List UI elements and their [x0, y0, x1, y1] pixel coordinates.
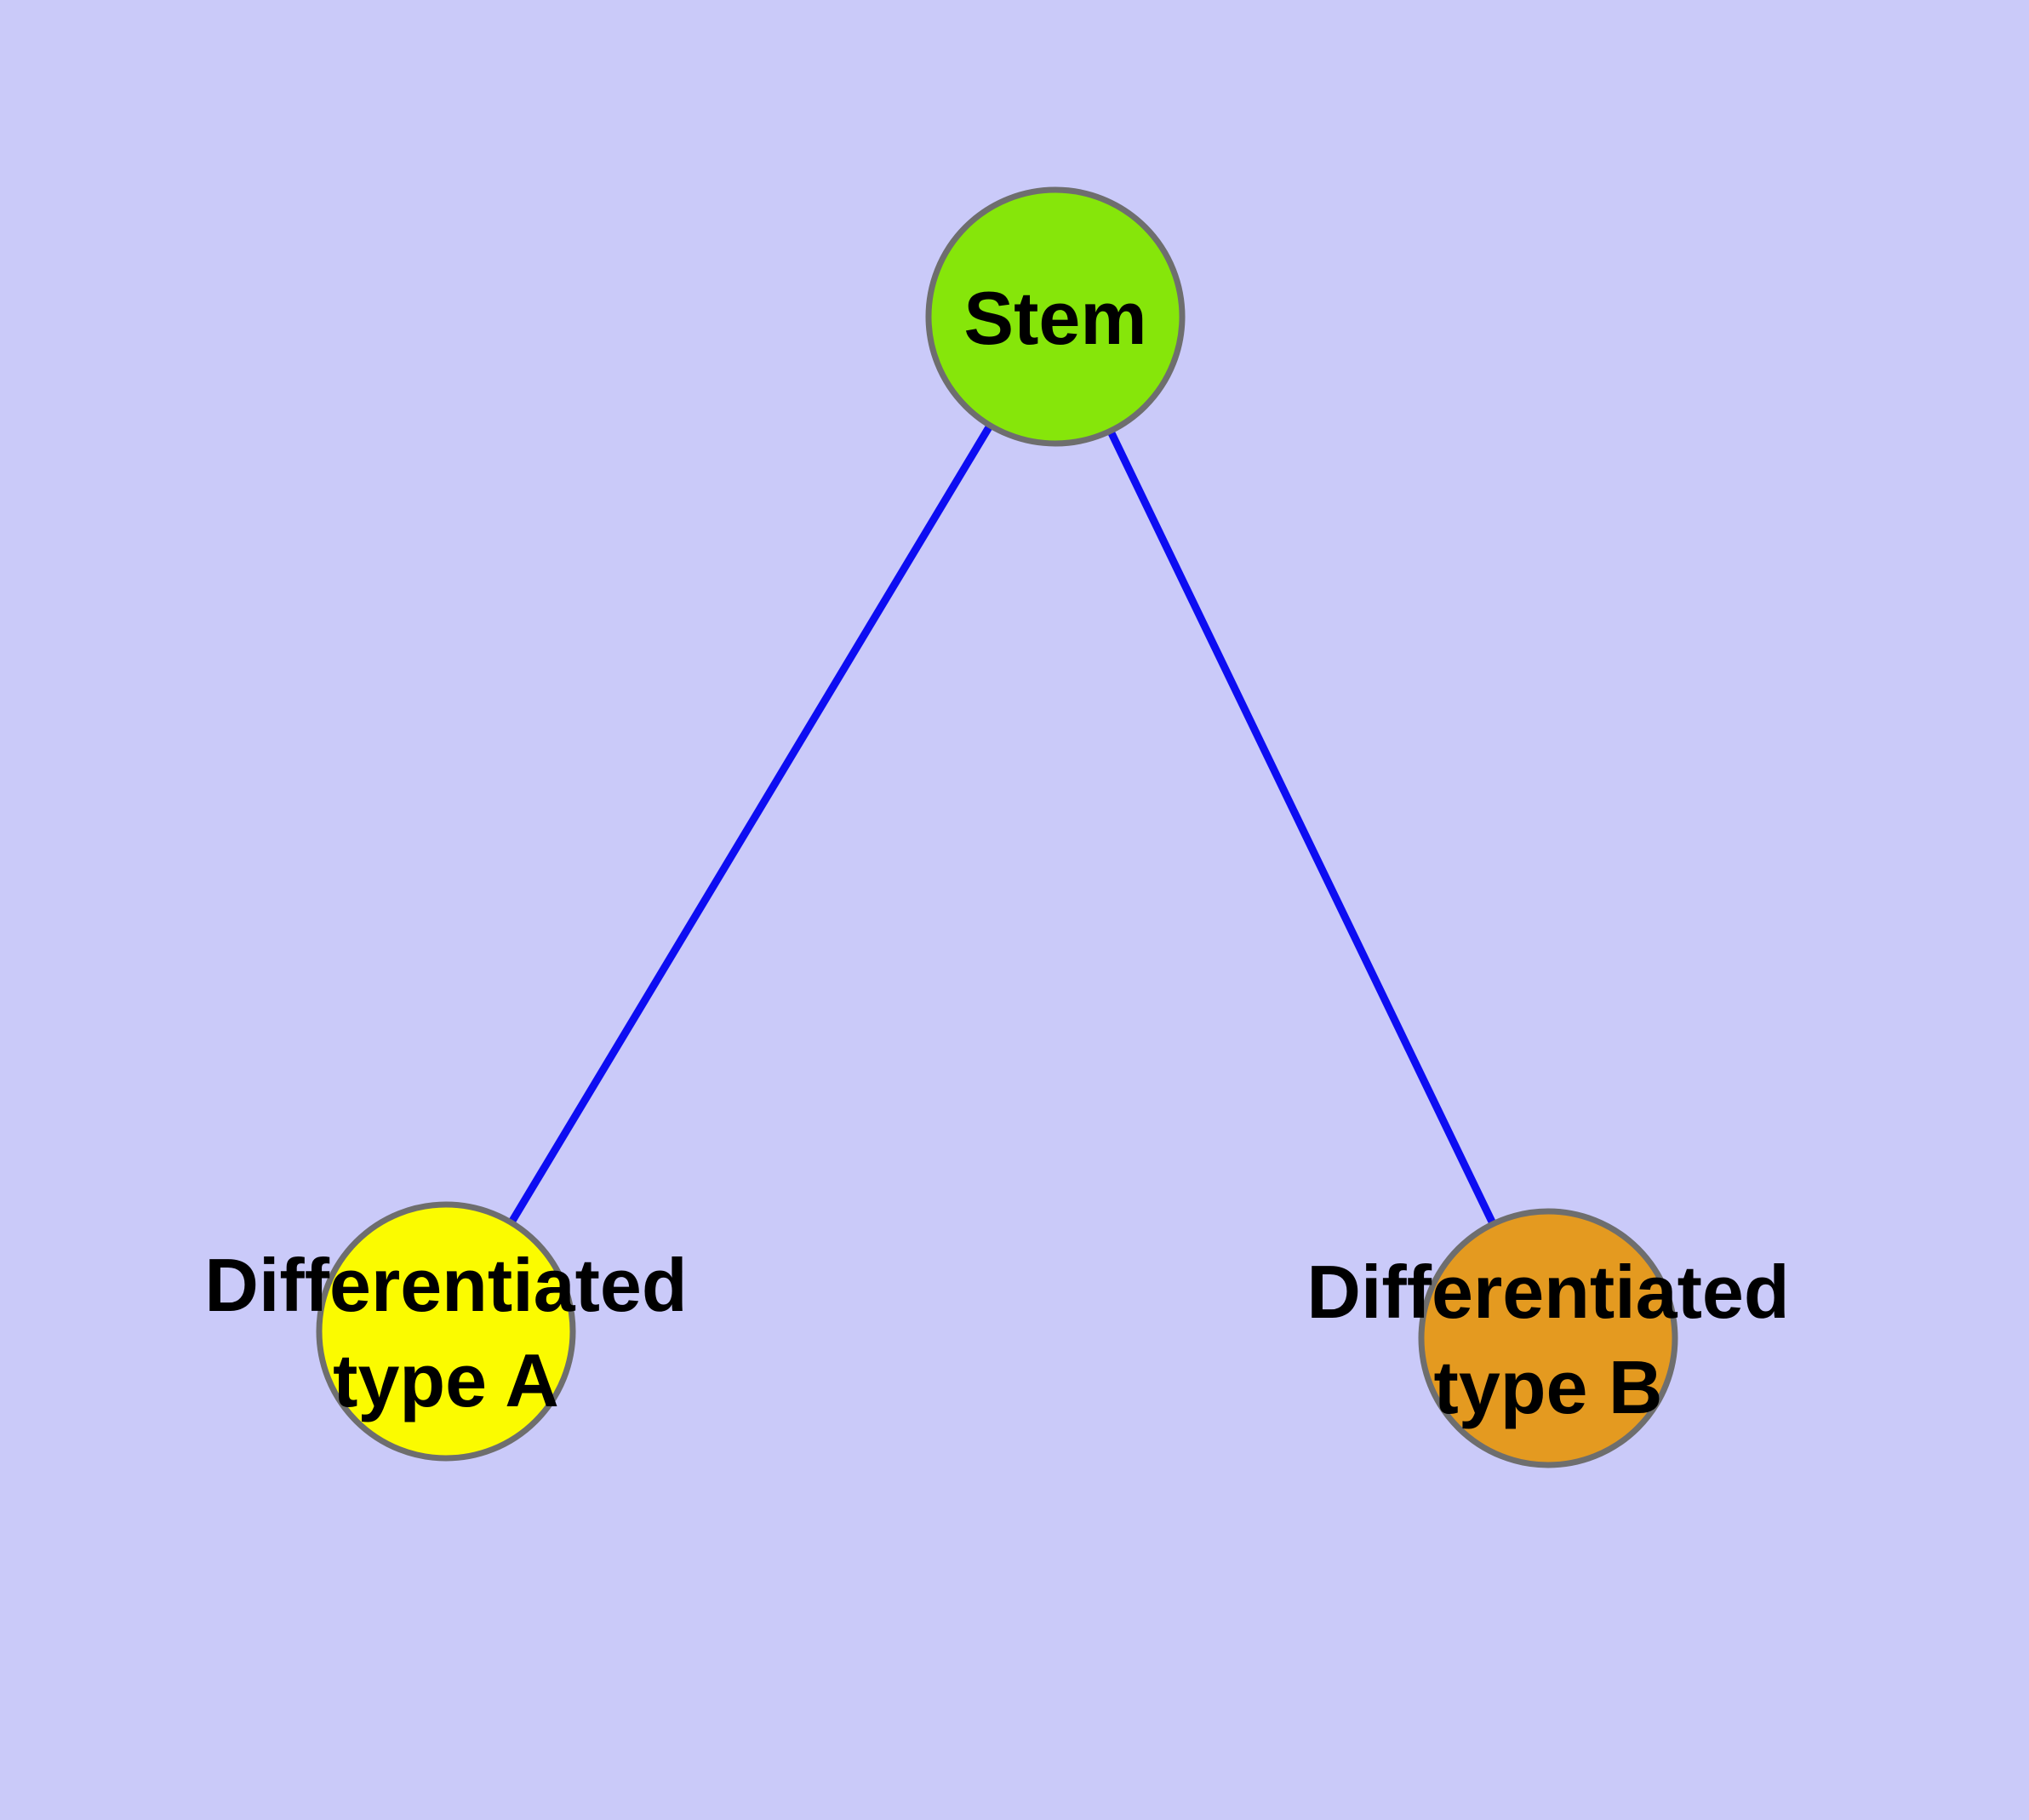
edge-stem-to-type-a [443, 314, 1059, 1334]
edge-stem-to-type-b [1051, 315, 1552, 1340]
node-stem-label: Stem [963, 276, 1146, 360]
edge-group [443, 314, 1552, 1340]
node-stem[interactable]: Stem [925, 186, 1186, 447]
node-differentiated-type-a-circle [316, 1201, 576, 1462]
node-differentiated-type-b-circle [1418, 1208, 1678, 1468]
node-stem-circle [925, 186, 1186, 447]
